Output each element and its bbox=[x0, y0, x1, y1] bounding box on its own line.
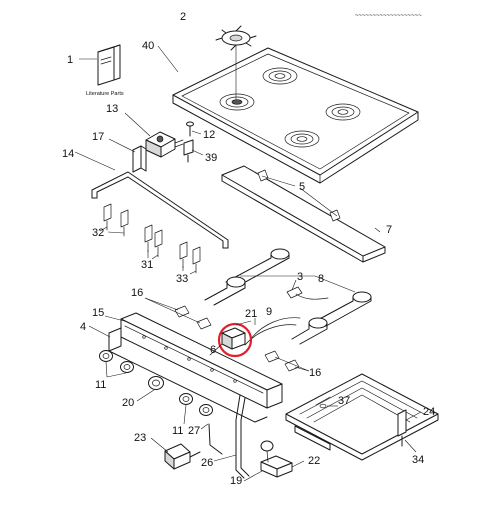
highlight-circle bbox=[217, 322, 253, 358]
callout-21: 21 bbox=[245, 308, 257, 320]
cooktop-burner-right-front bbox=[284, 130, 320, 148]
callout-34: 34 bbox=[412, 454, 424, 466]
callout-17: 17 bbox=[92, 131, 104, 143]
callout-22: 22 bbox=[308, 455, 320, 467]
callout-33: 33 bbox=[176, 273, 188, 285]
callout-16-lower: 16 bbox=[309, 367, 321, 379]
callout-4: 4 bbox=[80, 321, 86, 333]
leader-lines bbox=[74, 45, 422, 482]
callout-6: 6 bbox=[210, 344, 216, 356]
callout-8: 8 bbox=[318, 273, 324, 285]
spark-igniter[interactable] bbox=[286, 286, 329, 300]
burner-tube-front-right[interactable] bbox=[291, 317, 328, 345]
callout-26: 26 bbox=[201, 457, 213, 469]
burner-tube-back-right[interactable] bbox=[313, 291, 372, 327]
callout-23: 23 bbox=[134, 432, 146, 444]
ignition-module[interactable] bbox=[145, 131, 184, 158]
tray-support-leg[interactable] bbox=[397, 409, 407, 447]
cooktop-burner-right-back bbox=[325, 103, 361, 121]
callout-40: 40 bbox=[142, 40, 154, 52]
orifice-valves-middle[interactable] bbox=[144, 224, 163, 258]
knob-5[interactable] bbox=[199, 404, 213, 416]
callout-13: 13 bbox=[106, 103, 118, 115]
callout-11-left: 11 bbox=[95, 379, 106, 391]
knob-center[interactable] bbox=[148, 376, 164, 390]
callout-1: 1 bbox=[67, 54, 73, 66]
orifice-valves-right[interactable] bbox=[179, 241, 201, 274]
header-watermark: ~~~~~~~~~~~~~~~~~~~ bbox=[355, 13, 422, 19]
spark-electrode[interactable] bbox=[183, 139, 194, 163]
orifice-valves-left[interactable] bbox=[103, 203, 129, 237]
callout-37: 37 bbox=[338, 395, 350, 407]
callout-20: 20 bbox=[122, 397, 134, 409]
control-panel[interactable] bbox=[120, 312, 283, 409]
callout-3: 3 bbox=[297, 271, 303, 283]
gas-manifold-pipe[interactable] bbox=[91, 171, 229, 249]
knob-4[interactable] bbox=[179, 393, 193, 405]
callout-12: 12 bbox=[203, 129, 215, 141]
burner-tube-front-left[interactable] bbox=[204, 276, 246, 306]
callout-31: 31 bbox=[141, 259, 153, 271]
callout-14: 14 bbox=[62, 148, 74, 160]
callout-16-upper: 16 bbox=[131, 287, 143, 299]
cooktop-burner-left-back bbox=[262, 67, 298, 85]
callout-15: 15 bbox=[92, 307, 104, 319]
manifold-bracket[interactable] bbox=[132, 145, 147, 173]
wire-harness[interactable] bbox=[244, 317, 301, 346]
thermostat-bulb[interactable] bbox=[260, 440, 274, 463]
oven-gas-tube[interactable] bbox=[235, 394, 245, 479]
callout-5: 5 bbox=[299, 181, 305, 193]
valve-fittings-lower[interactable] bbox=[264, 350, 300, 372]
safety-valve[interactable] bbox=[260, 455, 293, 478]
callout-7: 7 bbox=[386, 224, 392, 236]
mounting-screw[interactable] bbox=[186, 121, 194, 137]
callout-11-right: 11 bbox=[172, 425, 183, 437]
callout-2: 2 bbox=[180, 11, 186, 23]
burner-grate[interactable] bbox=[215, 25, 257, 51]
literature-booklet[interactable] bbox=[97, 44, 121, 86]
cooktop-burner-left-front bbox=[219, 93, 255, 111]
control-panel-back[interactable] bbox=[108, 327, 268, 423]
callout-9: 9 bbox=[266, 306, 272, 318]
callout-32: 32 bbox=[92, 227, 104, 239]
tray-screw[interactable] bbox=[319, 403, 327, 409]
spark-module[interactable] bbox=[221, 327, 246, 350]
cooktop-main-top[interactable] bbox=[172, 47, 419, 184]
module-wire bbox=[209, 343, 223, 356]
gas-regulator[interactable] bbox=[164, 443, 201, 470]
callout-39: 39 bbox=[205, 152, 217, 164]
callout-19: 19 bbox=[230, 475, 242, 487]
callout-27: 27 bbox=[188, 425, 200, 437]
callout-numbers: 1 2 40 13 12 17 39 14 5 7 32 31 33 3 8 1… bbox=[62, 11, 435, 487]
knob-1[interactable] bbox=[99, 350, 113, 362]
valve-fittings-upper[interactable] bbox=[174, 305, 212, 330]
oven-gas-tube-outline bbox=[240, 397, 250, 477]
knob-2[interactable] bbox=[120, 361, 134, 373]
gas-line[interactable] bbox=[208, 423, 223, 455]
callout-24: 24 bbox=[423, 406, 435, 418]
burner-support-rail[interactable] bbox=[221, 165, 386, 263]
literature-parts-label: Literature Parts bbox=[86, 91, 124, 97]
broiler-tray[interactable] bbox=[285, 373, 439, 461]
